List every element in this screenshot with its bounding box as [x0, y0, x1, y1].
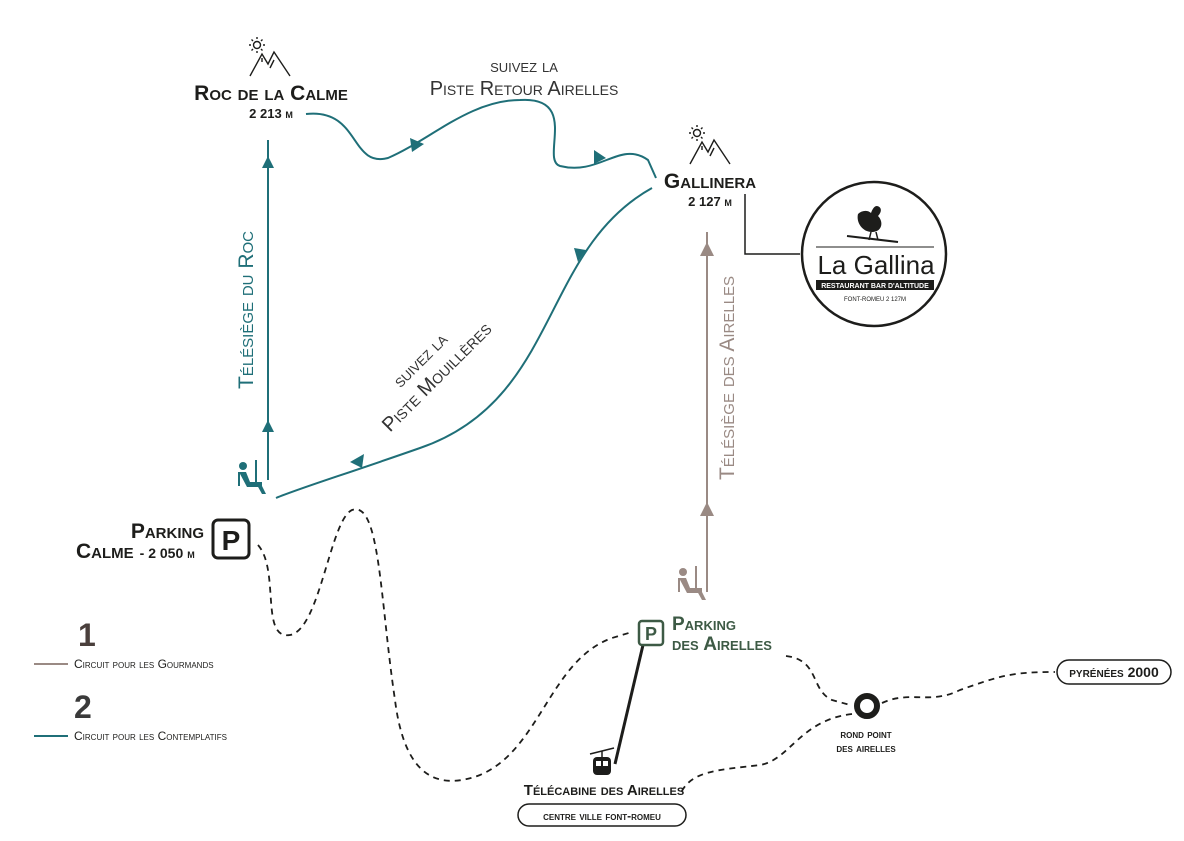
svg-text:centre ville font-romeu: centre ville font-romeu [543, 809, 661, 823]
roads [257, 508, 1056, 796]
leader-line [744, 194, 800, 255]
chairlift-icon [678, 566, 706, 600]
gallinera-peak: Gallinera 2 127 m [664, 125, 756, 209]
arrow-right-icon [410, 138, 424, 152]
parking-airelles: P Parking des Airelles [637, 614, 772, 655]
legend-item-gourmands: 1 Circuit pour les Gourmands [34, 617, 214, 671]
arrow-up-icon [700, 242, 714, 256]
arrow-down-icon [574, 248, 586, 262]
svg-text:pyrénées 2000: pyrénées 2000 [1069, 664, 1159, 680]
svg-text:P: P [645, 624, 657, 644]
gallinera-altitude: 2 127 m [688, 194, 732, 209]
arrow-right-icon [594, 150, 606, 164]
piste-retour-airelles-line [305, 98, 657, 179]
roc-altitude: 2 213 m [249, 106, 293, 121]
roc-name: Roc de la Calme [194, 82, 348, 105]
rond-point-l1: rond point [840, 727, 891, 741]
piste-mouilleres-line [275, 187, 653, 499]
telecabine-label: Télécabine des Airelles [524, 782, 684, 799]
chairlift-icon [238, 460, 266, 494]
piste-retour-l1: suivez la [490, 56, 558, 76]
restaurant-location: FONT-ROMEU 2 127M [844, 297, 906, 303]
piste-retour-label: suivez la Piste Retour Airelles [430, 56, 619, 100]
road-parking-airelles [785, 655, 851, 706]
parking-sign-icon: P [637, 619, 665, 647]
roc-de-la-calme-peak: Roc de la Calme 2 213 m [194, 37, 348, 121]
roundabout-icon [854, 693, 880, 719]
mountain-sun-icon [689, 125, 731, 165]
telesiege-airelles-label: Télésiège des Airelles [716, 276, 739, 480]
gondola-icon [589, 747, 615, 775]
piste-retour-l2: Piste Retour Airelles [430, 78, 619, 100]
legend: 1 Circuit pour les Gourmands 2 Circuit p… [34, 617, 227, 743]
arrow-up-icon [262, 420, 274, 432]
road-centre [679, 713, 853, 796]
legend-label: Circuit pour les Contemplatifs [74, 729, 227, 743]
legend-number: 2 [74, 689, 92, 725]
piste-mouilleres-label: suivez la Piste Mouillères [378, 318, 496, 436]
restaurant-subtitle: RESTAURANT BAR D'ALTITUDE [821, 283, 929, 290]
rond-point-l2: des airelles [836, 741, 896, 755]
road-pyrenees [881, 671, 1056, 704]
parking-airelles-l1: Parking [672, 614, 736, 635]
arrow-up-icon [700, 502, 714, 516]
telecabine-line [613, 644, 645, 765]
svg-text:P: P [222, 525, 241, 556]
contemplatifs-arrows [262, 138, 606, 468]
road-parking-calme [257, 508, 633, 782]
parking-calme-l1: Parking [131, 520, 204, 543]
mountain-sun-icon [249, 37, 291, 77]
arrow-up-icon [262, 156, 274, 168]
gourmands-route [700, 232, 714, 592]
parking-sign-icon: P [211, 518, 251, 560]
hen-on-skis-icon [846, 206, 899, 243]
centre-ville-badge: centre ville font-romeu [517, 803, 687, 827]
legend-label: Circuit pour les Gourmands [74, 657, 214, 671]
pyrenees-badge: pyrénées 2000 [1056, 659, 1172, 685]
rond-point: rond point des airelles [836, 693, 896, 755]
legend-number: 1 [78, 617, 96, 653]
restaurant-la-gallina: La Gallina RESTAURANT BAR D'ALTITUDE FON… [744, 180, 948, 328]
telesiege-roc-label: Télésiège du Roc [235, 231, 258, 389]
legend-item-contemplatifs: 2 Circuit pour les Contemplatifs [34, 689, 227, 743]
gallinera-name: Gallinera [664, 170, 756, 193]
arrow-left-icon [350, 454, 364, 468]
restaurant-name: La Gallina [817, 250, 935, 280]
parking-airelles-l2: des Airelles [672, 634, 772, 655]
